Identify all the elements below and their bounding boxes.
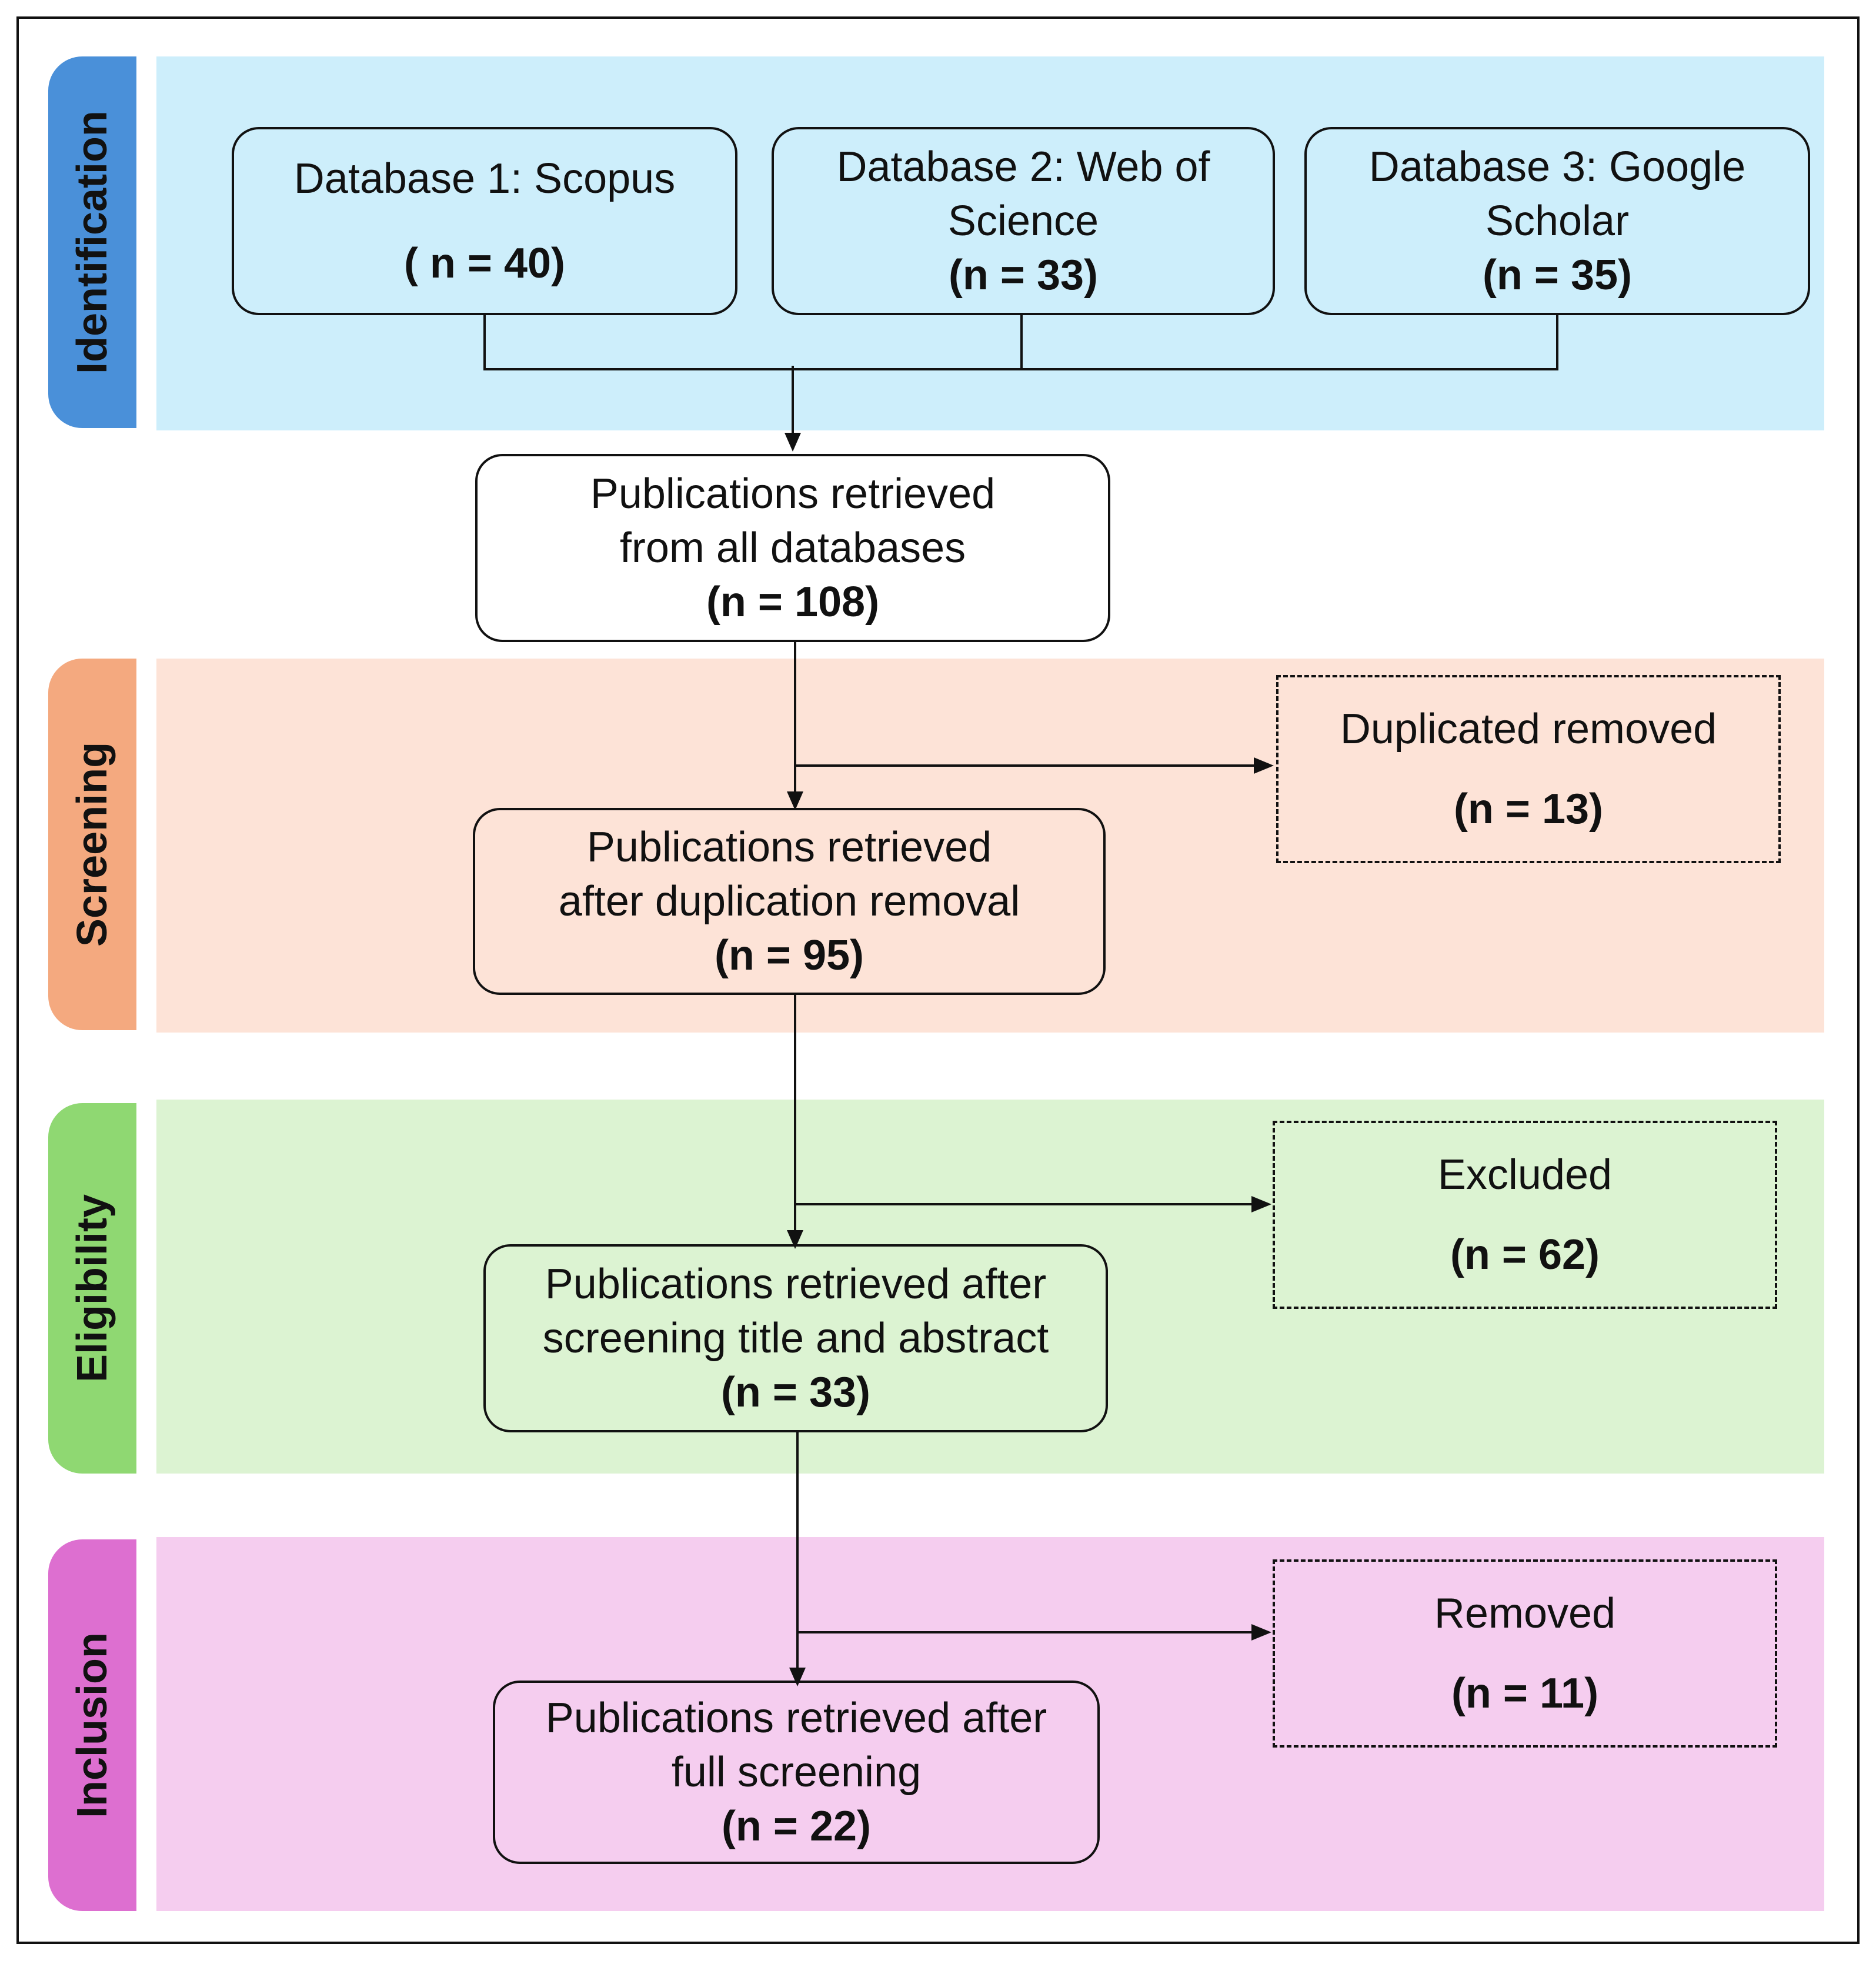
after-duplication-line1: Publications retrieved <box>586 824 992 871</box>
duplicates-removed-label: Duplicated removed <box>1340 706 1717 753</box>
eligibility-band <box>156 1100 1824 1474</box>
after-title-abstract-count: (n = 33) <box>720 1369 871 1416</box>
after-title-abstract-box: Publications retrieved after screening t… <box>483 1244 1108 1432</box>
retrieved-all-count: (n = 108) <box>706 579 880 626</box>
source-name: Database 3: Google <box>1368 143 1746 191</box>
after-full-screening-count: (n = 22) <box>721 1803 872 1850</box>
screening-tab: Screening <box>48 659 136 1030</box>
identification-tab: Identification <box>48 56 136 428</box>
excluded-box: Excluded (n = 62) <box>1273 1121 1777 1309</box>
source-box-web-of-science: Database 2: Web of Science (n = 33) <box>772 127 1275 315</box>
excluded-label: Excluded <box>1437 1151 1613 1198</box>
after-full-screening-line2: full screening <box>671 1749 922 1796</box>
retrieved-all-line1: Publications retrieved <box>590 470 996 517</box>
screening-label: Screening <box>69 741 116 947</box>
source-count: ( n = 40) <box>403 240 566 287</box>
eligibility-tab: Eligibility <box>48 1103 136 1474</box>
source-name-continued: Scholar <box>1485 198 1630 245</box>
inclusion-band <box>156 1537 1824 1911</box>
excluded-count: (n = 62) <box>1450 1231 1600 1278</box>
after-title-abstract-line2: screening title and abstract <box>542 1315 1049 1362</box>
removed-box: Removed (n = 11) <box>1273 1559 1777 1748</box>
diagram-frame <box>16 16 1860 1944</box>
inclusion-label: Inclusion <box>69 1632 116 1819</box>
after-title-abstract-line1: Publications retrieved after <box>545 1261 1047 1308</box>
eligibility-label: Eligibility <box>69 1194 116 1383</box>
source-count: (n = 33) <box>948 252 1099 299</box>
identification-label: Identification <box>69 111 116 374</box>
removed-label: Removed <box>1434 1590 1616 1637</box>
duplicates-removed-box: Duplicated removed (n = 13) <box>1276 675 1781 863</box>
screening-band <box>156 659 1824 1033</box>
duplicates-removed-count: (n = 13) <box>1453 786 1604 833</box>
after-duplication-line2: after duplication removal <box>558 878 1020 925</box>
retrieved-all-line2: from all databases <box>619 525 966 572</box>
source-name: Database 1: Scopus <box>293 155 676 202</box>
after-duplication-count: (n = 95) <box>714 932 864 979</box>
retrieved-all-box: Publications retrieved from all database… <box>475 454 1110 642</box>
source-box-google-scholar: Database 3: Google Scholar (n = 35) <box>1304 127 1810 315</box>
inclusion-tab: Inclusion <box>48 1539 136 1911</box>
source-count: (n = 35) <box>1482 252 1633 299</box>
after-duplication-box: Publications retrieved after duplication… <box>473 808 1106 995</box>
removed-count: (n = 11) <box>1451 1670 1599 1717</box>
source-name-continued: Science <box>947 198 1099 245</box>
source-box-scopus: Database 1: Scopus ( n = 40) <box>232 127 737 315</box>
source-name: Database 2: Web of <box>836 143 1210 191</box>
after-full-screening-box: Publications retrieved after full screen… <box>493 1681 1100 1864</box>
after-full-screening-line1: Publications retrieved after <box>545 1695 1047 1742</box>
